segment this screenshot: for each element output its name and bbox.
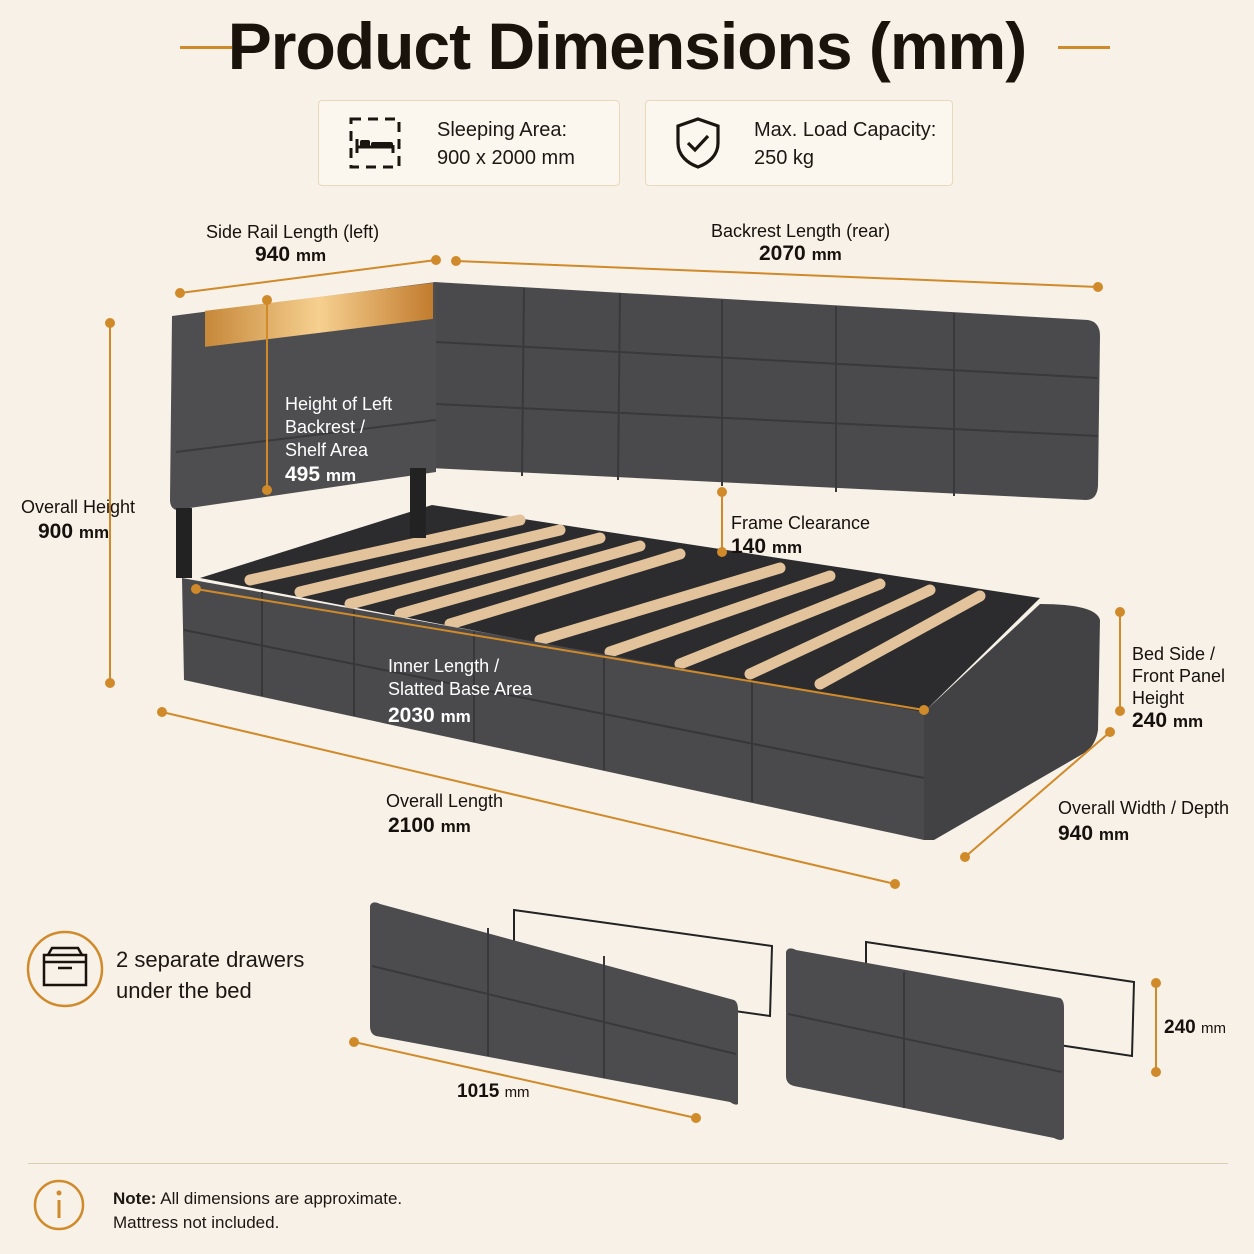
load-capacity-label: Max. Load Capacity: (754, 119, 937, 141)
bed-side-label: Bed Side / Front Panel Height (1132, 644, 1226, 708)
page-title: Product Dimensions (mm) (227, 9, 1027, 83)
inner-length-value: 2030 mm (388, 704, 471, 727)
drawer-left (370, 902, 774, 1105)
bed-base-front (182, 578, 1100, 840)
slatted-base (200, 505, 1040, 716)
inner-length-label: Inner Length / Slatted Base Area (388, 656, 533, 699)
backrest-value: 2070 mm (759, 242, 842, 265)
sleeping-area-label: Sleeping Area: (437, 119, 568, 141)
info-icon (33, 1179, 85, 1231)
drawers-description: 2 separate drawers under the bed (116, 947, 305, 1003)
footer-divider (28, 1163, 1228, 1164)
sleeping-area-value: 900 x 2000 mm (437, 147, 575, 169)
overall-length-label: Overall Length (386, 791, 504, 811)
footer-note: Note: All dimensions are approximate. Ma… (113, 1189, 403, 1232)
drawer-right (786, 940, 1136, 1140)
bed-icon (349, 117, 401, 169)
bed-side-value: 240 mm (1132, 709, 1204, 732)
overall-height-label: Overall Height (21, 497, 136, 517)
left-backrest (170, 282, 437, 578)
frame-clearance-label: Frame Clearance (731, 513, 871, 533)
drawer-box-icon (26, 930, 104, 1008)
drawer-length-value: 1015 mm (457, 1081, 530, 1102)
overall-width-label: Overall Width / Depth (1058, 798, 1230, 818)
title-rule-right (1058, 46, 1110, 49)
left-backrest-value: 495 mm (285, 463, 357, 486)
overall-width-value: 940 mm (1058, 822, 1130, 845)
shield-check-icon (676, 117, 720, 169)
frame-clearance-value: 140 mm (731, 535, 803, 558)
side-rail-label: Side Rail Length (left) (206, 222, 380, 242)
backrest-label: Backrest Length (rear) (711, 221, 891, 241)
left-backrest-label: Height of Left Backrest / Shelf Area (285, 394, 393, 460)
overall-length-value: 2100 mm (388, 814, 471, 837)
side-rail-value: 940 mm (255, 243, 327, 266)
load-capacity-value: 250 kg (754, 147, 815, 169)
feature-card-load-capacity: Max. Load Capacity: 250 kg (645, 100, 953, 186)
rear-backrest (430, 282, 1100, 500)
dimension-lines (105, 255, 1161, 1123)
feature-card-sleeping-area: Sleeping Area: 900 x 2000 mm (318, 100, 620, 186)
drawer-height-value: 240 mm (1164, 1017, 1226, 1038)
overall-height-value: 900 mm (38, 520, 110, 543)
title-rule-left (180, 46, 232, 49)
